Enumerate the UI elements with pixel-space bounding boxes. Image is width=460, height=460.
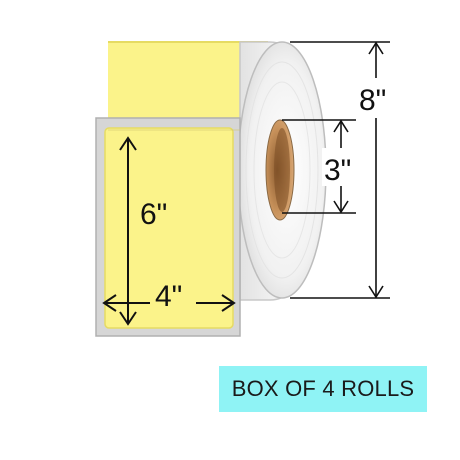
height-dimension (119, 136, 137, 326)
core-diameter-label: 3" (324, 154, 351, 187)
roll-top-band (108, 42, 268, 130)
outer-arrow-bottom (368, 285, 384, 299)
height-arrow-top (119, 136, 137, 151)
roll-core-inner (274, 128, 290, 212)
height-arrow-bottom (119, 311, 137, 326)
label-liner (95, 117, 241, 337)
core-label-bg (322, 148, 368, 186)
width-label-bg (150, 282, 196, 312)
label-sheet (104, 127, 234, 329)
outer-diameter-label: 8" (359, 84, 386, 117)
height-label: 6" (140, 198, 167, 231)
width-arrow-left (102, 294, 117, 312)
box-quantity-text: BOX OF 4 ROLLS (231, 376, 415, 401)
label-roll (108, 41, 327, 301)
core-arrow-bottom (333, 200, 349, 214)
core-arrow-top (333, 119, 349, 133)
roll-ring (245, 61, 319, 279)
width-arrow-right (221, 294, 236, 312)
box-quantity-badge: BOX OF 4 ROLLS (219, 366, 427, 412)
outer-arrow-top (368, 41, 384, 55)
roll-ring (253, 81, 311, 259)
outer-label-bg (356, 78, 402, 118)
width-label: 4" (155, 280, 182, 313)
